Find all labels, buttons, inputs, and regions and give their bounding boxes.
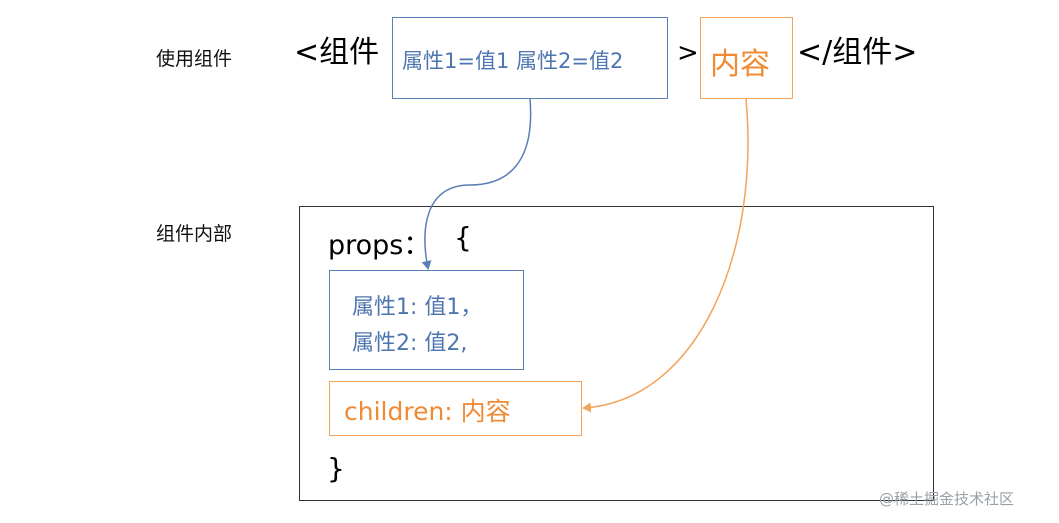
props-object-box: 属性1: 值1， 属性2: 值2,: [329, 270, 524, 370]
props-attribute-box: 属性1=值1 属性2=值2: [392, 17, 668, 99]
props-connector-arrow: [421, 98, 532, 270]
props-attribute-text: 属性1=值1 属性2=值2: [402, 49, 624, 73]
prop-line-1: 属性1: 值1，: [352, 295, 483, 320]
use-component-label: 使用组件: [156, 48, 233, 70]
content-text: 内容: [710, 47, 770, 82]
children-text: children: 内容: [344, 397, 511, 426]
close-tag: </组件>: [797, 35, 918, 70]
open-brace: {: [454, 221, 472, 254]
children-connector-arrow: [582, 98, 749, 413]
open-tag: <组件: [294, 35, 380, 70]
props-label: props：: [328, 230, 431, 261]
content-box: 内容: [700, 17, 793, 99]
close-brace: }: [327, 452, 345, 485]
close-bracket: >: [677, 38, 699, 68]
prop-line-2: 属性2: 值2,: [352, 331, 468, 356]
component-inside-container: [299, 206, 934, 501]
inside-component-label: 组件内部: [156, 223, 233, 245]
watermark-text: @稀土掘金技术社区: [879, 490, 1015, 508]
children-box: children: 内容: [329, 381, 582, 436]
